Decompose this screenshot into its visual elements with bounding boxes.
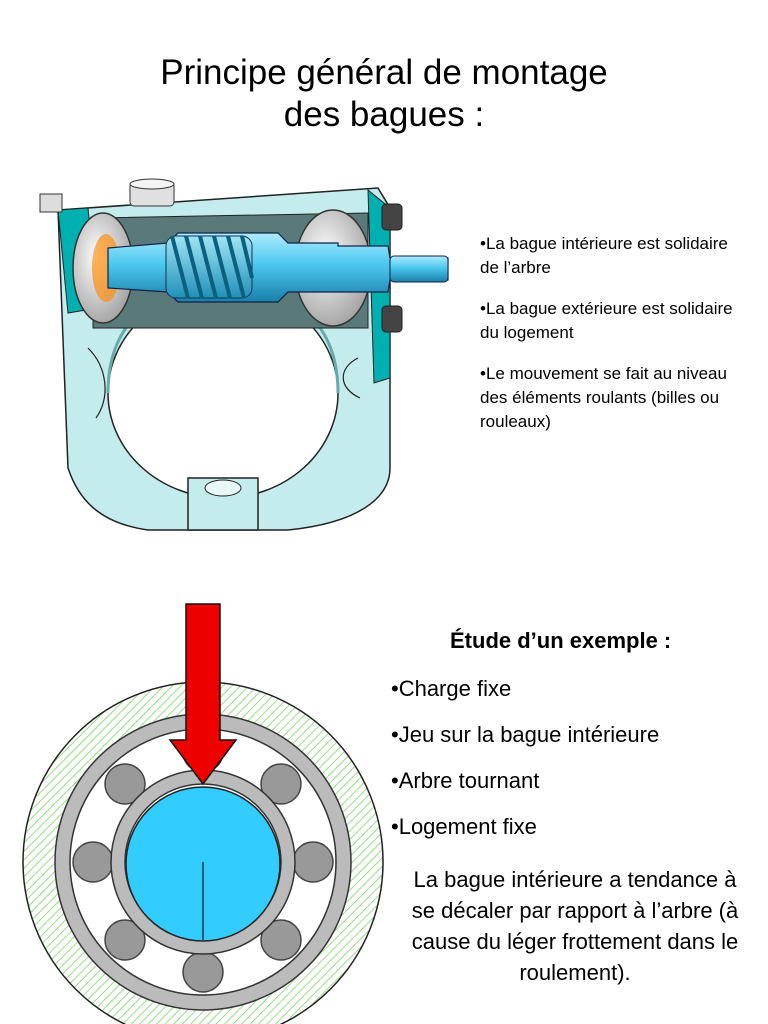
section2-bullet-1: Charge fixe [391, 675, 761, 703]
section2-bullet-2: Jeu sur la bague intérieure [391, 721, 761, 749]
left-bolt [39, 193, 63, 213]
ball [292, 841, 334, 883]
ball [260, 919, 302, 961]
ball [104, 763, 146, 805]
section1-bullet-1: La bague intérieure est solidaire de l’a… [480, 232, 750, 280]
shaft-end [389, 255, 449, 283]
section1-bullet-3: Le mouvement se fait au niveau des éléme… [480, 362, 750, 434]
worm-screw [165, 235, 254, 299]
section1-bullet-list: La bague intérieure est solidaire de l’a… [480, 232, 750, 451]
section2-bullet-list: Charge fixe Jeu sur la bague intérieure … [391, 675, 761, 859]
right-bolt-bottom [381, 305, 403, 333]
page-title: Principe général de montage des bagues : [0, 52, 768, 136]
section1-bullet-2: La bague extérieure est solidaire du log… [480, 297, 750, 345]
ball [260, 763, 302, 805]
load-arrow [168, 603, 238, 786]
ball [72, 841, 114, 883]
title-line-1: Principe général de montage [160, 53, 608, 92]
section2-bullet-3: Arbre tournant [391, 767, 761, 795]
ball [104, 919, 146, 961]
bearing-housing-cutaway-illustration [39, 178, 449, 531]
section2-bullet-4: Logement fixe [391, 813, 761, 841]
bearing-cross-section-diagram [22, 603, 384, 1024]
ball [182, 951, 224, 993]
section2-heading: Étude d’un exemple : [450, 628, 672, 653]
conclusion-paragraph: La bague intérieure a tendance à se déca… [411, 867, 739, 985]
right-bolt-top [381, 203, 403, 231]
housing-foot [187, 477, 259, 531]
title-line-2: des bagues : [283, 95, 485, 134]
